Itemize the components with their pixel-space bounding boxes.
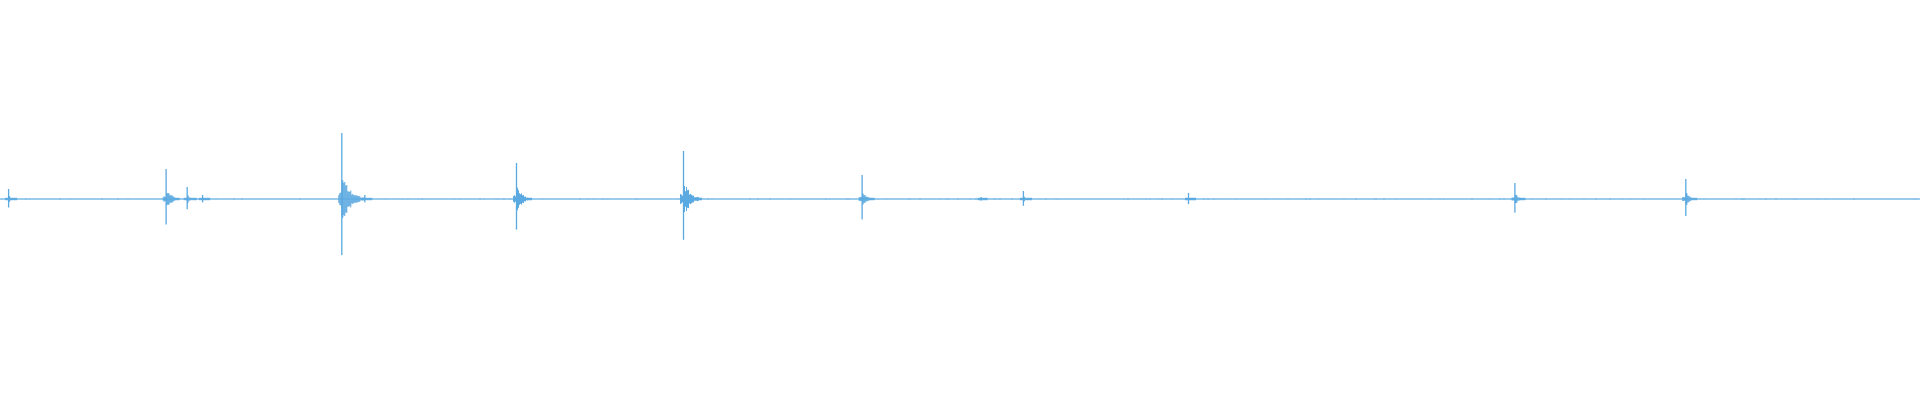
- waveform-peak: [183, 187, 197, 210]
- waveform-peak: [1019, 191, 1032, 206]
- waveform-peak: [338, 133, 365, 256]
- waveform-peak: [858, 175, 875, 220]
- waveform-peak: [162, 169, 180, 225]
- waveform-peak: [361, 195, 373, 203]
- waveform-peak: [5, 189, 18, 208]
- waveform-peak: [199, 195, 211, 203]
- waveform-peak: [1185, 193, 1196, 205]
- waveform-peak: [977, 197, 988, 201]
- waveform-track: [0, 133, 1920, 256]
- waveform-peak: [680, 151, 702, 240]
- waveform-peak: [1511, 183, 1526, 213]
- waveform-peak: [513, 163, 532, 230]
- waveform-peak: [1682, 179, 1698, 216]
